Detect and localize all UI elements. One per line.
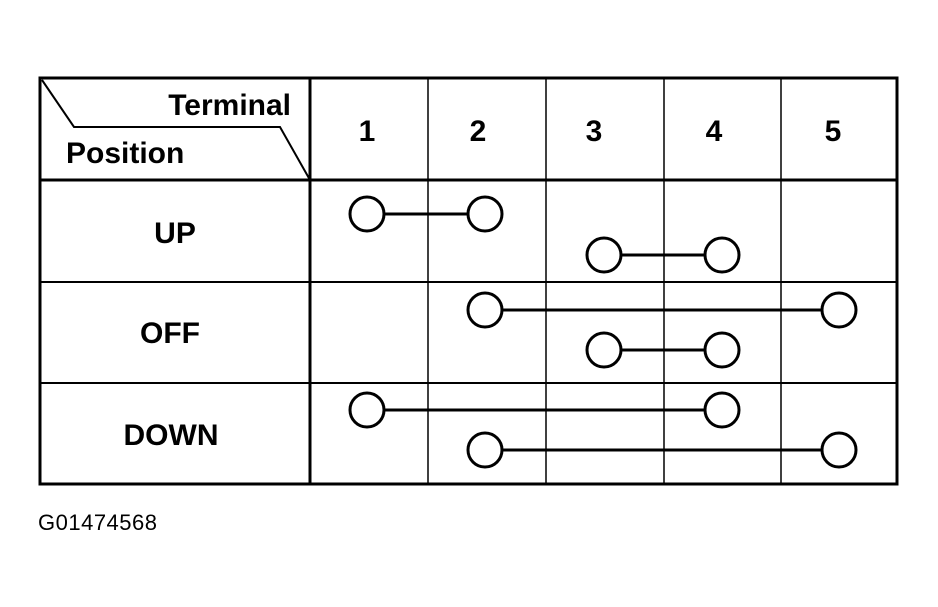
terminal-node-down-4 — [703, 391, 741, 429]
position-label-off: OFF — [140, 317, 200, 350]
terminal-node-up-3 — [585, 236, 623, 274]
terminal-header-4: 4 — [706, 115, 723, 148]
terminal-node-down-1 — [348, 391, 386, 429]
terminal-node-off-4 — [703, 331, 741, 369]
terminal-node-off-3 — [585, 331, 623, 369]
terminal-node-up-1 — [348, 195, 386, 233]
corner-terminal-label: Terminal — [168, 89, 291, 122]
table-grid — [38, 76, 899, 486]
terminal-node-up-4 — [703, 236, 741, 274]
terminal-node-off-5 — [820, 291, 858, 329]
figure-id-label: G01474568 — [38, 510, 158, 535]
position-label-up: UP — [154, 217, 196, 250]
terminal-header-3: 3 — [586, 115, 603, 148]
terminal-node-down-5 — [820, 431, 858, 469]
terminal-node-up-2 — [466, 195, 504, 233]
position-label-down: DOWN — [124, 419, 219, 452]
terminal-header-5: 5 — [825, 115, 842, 148]
terminal-node-down-2 — [466, 431, 504, 469]
terminal-node-off-2 — [466, 291, 504, 329]
corner-diagonal — [41, 79, 311, 181]
corner-position-label: Position — [66, 137, 184, 170]
continuity-connections — [348, 195, 858, 469]
terminal-header-2: 2 — [470, 115, 487, 148]
terminal-header-1: 1 — [359, 115, 376, 148]
